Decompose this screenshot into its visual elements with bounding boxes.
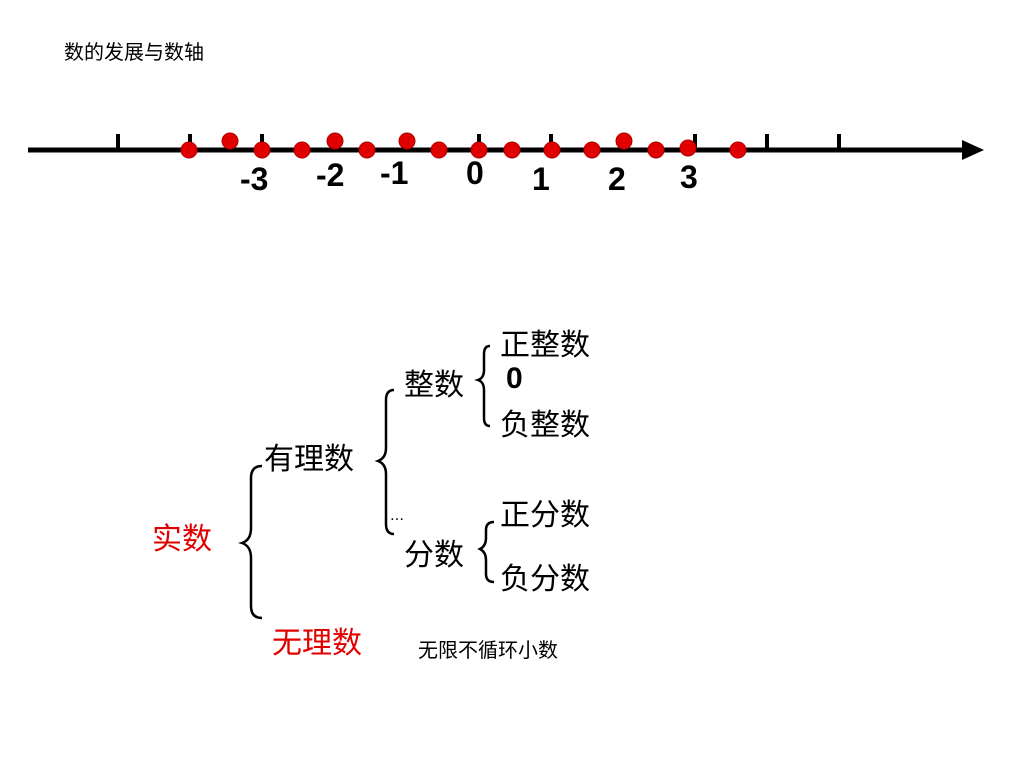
tick-label: 0 bbox=[466, 155, 484, 191]
red-point bbox=[543, 141, 561, 159]
slide-title: 数的发展与数轴 bbox=[64, 40, 204, 64]
red-point bbox=[729, 141, 747, 159]
red-point bbox=[221, 132, 239, 150]
red-point bbox=[647, 141, 665, 159]
negative-integer-label: 负整数 bbox=[500, 408, 590, 443]
red-point bbox=[615, 132, 633, 150]
fraction-label: 分数 bbox=[404, 538, 464, 573]
integer-label: 整数 bbox=[404, 368, 464, 403]
tick-label: 3 bbox=[680, 159, 698, 195]
zero-label: 0 bbox=[506, 362, 523, 395]
tick-labels: -3 -2 -1 0 1 2 3 bbox=[240, 155, 698, 197]
irrational-description: 无限不循环小数 bbox=[418, 638, 558, 662]
positive-integer-label: 正整数 bbox=[500, 328, 590, 363]
red-point bbox=[398, 132, 416, 150]
real-brace bbox=[238, 464, 263, 620]
red-point bbox=[583, 141, 601, 159]
tick-label: 2 bbox=[608, 161, 626, 197]
red-point bbox=[358, 141, 376, 159]
tick-label: 1 bbox=[532, 161, 550, 197]
tick-label: -1 bbox=[380, 155, 408, 191]
red-point bbox=[293, 141, 311, 159]
red-point bbox=[679, 139, 697, 157]
fraction-brace bbox=[477, 520, 495, 584]
red-point bbox=[503, 141, 521, 159]
red-point bbox=[253, 141, 271, 159]
red-point bbox=[326, 132, 344, 150]
red-point bbox=[470, 141, 488, 159]
irrational-number-label: 无理数 bbox=[272, 626, 362, 661]
tick-label: -3 bbox=[240, 161, 268, 197]
tick-label: -2 bbox=[316, 157, 344, 193]
negative-fraction-label: 负分数 bbox=[500, 562, 590, 597]
number-points bbox=[180, 132, 747, 159]
positive-fraction-label: 正分数 bbox=[500, 498, 590, 533]
rational-number-label: 有理数 bbox=[264, 442, 354, 477]
integer-brace bbox=[474, 344, 491, 428]
ellipsis-mark: … bbox=[390, 508, 404, 524]
real-number-label: 实数 bbox=[152, 522, 212, 557]
axis-arrow bbox=[962, 140, 984, 160]
rational-brace bbox=[374, 388, 395, 536]
red-point bbox=[430, 141, 448, 159]
red-point bbox=[180, 141, 198, 159]
